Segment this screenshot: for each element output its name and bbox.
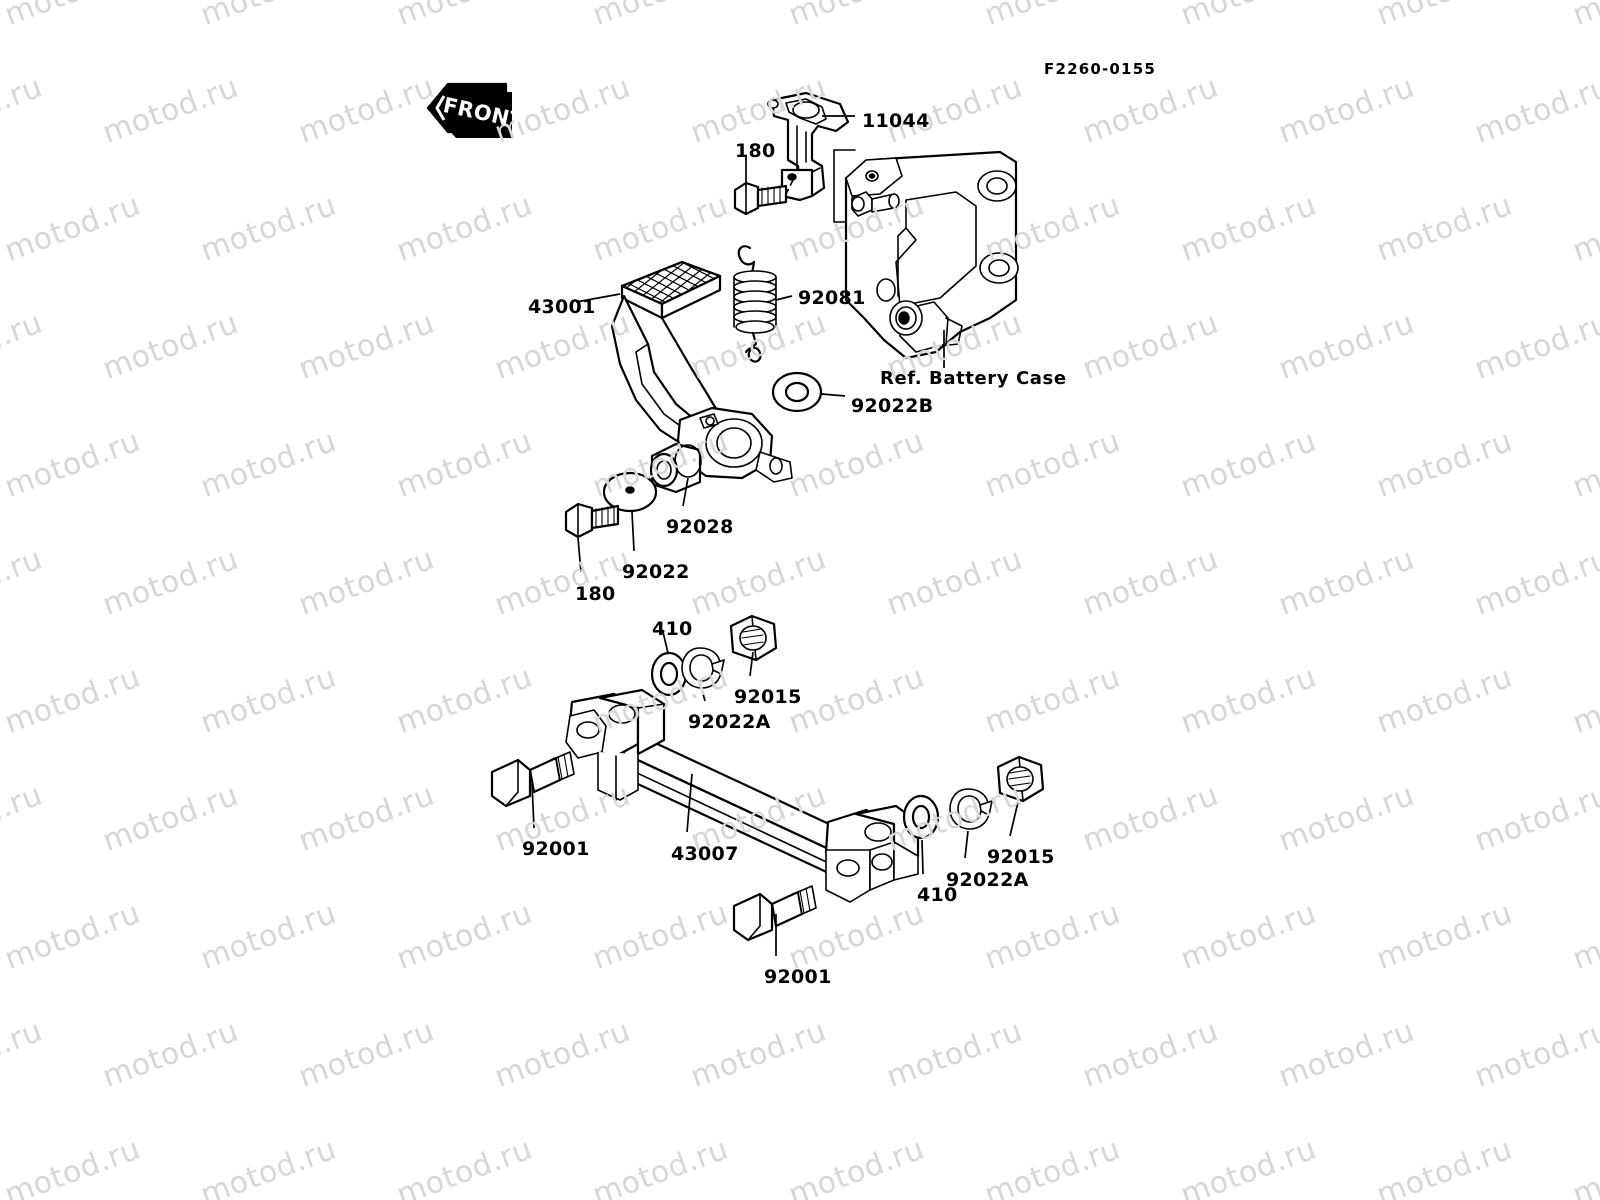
part-label-bolt-lower: 180 (575, 583, 616, 605)
part-92022A-lockwasher-lower (949, 788, 993, 830)
part-label-washer-b: 92022B (851, 395, 934, 417)
ref-battery-case-label: Ref. Battery Case (880, 368, 1067, 389)
part-92015-nut-upper (729, 614, 778, 662)
part-11044-bracket (767, 91, 850, 202)
part-410-washer-upper (650, 651, 688, 697)
part-label-bolt-bottom: 92001 (764, 966, 832, 988)
part-43007-torque-link (565, 688, 920, 903)
part-label-washer-410-upper: 410 (652, 618, 693, 640)
diagram-code: F2260-0155 (1044, 60, 1156, 78)
part-410-washer-lower (902, 794, 940, 840)
part-92015-nut-lower (996, 755, 1045, 803)
part-92001-bolt-left (490, 751, 575, 808)
leader-lines (531, 115, 1019, 956)
part-180-bolt-upper (733, 181, 788, 216)
part-label-lock-washer-upper: 92022A (688, 711, 771, 733)
part-label-bracket-clamp: 11044 (862, 110, 930, 132)
part-label-lock-washer-lower: 92022A (946, 869, 1029, 891)
part-label-washer: 92022 (622, 561, 690, 583)
part-92022B-washer (771, 371, 823, 413)
part-label-torque-link: 43007 (671, 843, 739, 865)
part-92022A-lockwasher-upper (681, 647, 725, 689)
front-arrow-icon (426, 82, 512, 138)
part-label-washer-410-lower: 410 (917, 884, 958, 906)
part-label-collar-bushing: 92028 (666, 516, 734, 538)
part-label-nut-upper: 92015 (734, 686, 802, 708)
ref-battery-case-bracket (844, 150, 1019, 360)
part-label-bolt-upper: 180 (735, 140, 776, 162)
part-label-brake-pedal: 43001 (528, 296, 596, 318)
part-label-nut-lower: 92015 (987, 846, 1055, 868)
part-92001-bolt-bottom (732, 885, 817, 942)
part-label-return-spring: 92081 (798, 287, 866, 309)
part-label-bolt-left: 92001 (522, 838, 590, 860)
part-92081-spring (733, 245, 777, 363)
part-180-bolt-lower (564, 502, 620, 539)
part-92022-washer (602, 471, 658, 513)
